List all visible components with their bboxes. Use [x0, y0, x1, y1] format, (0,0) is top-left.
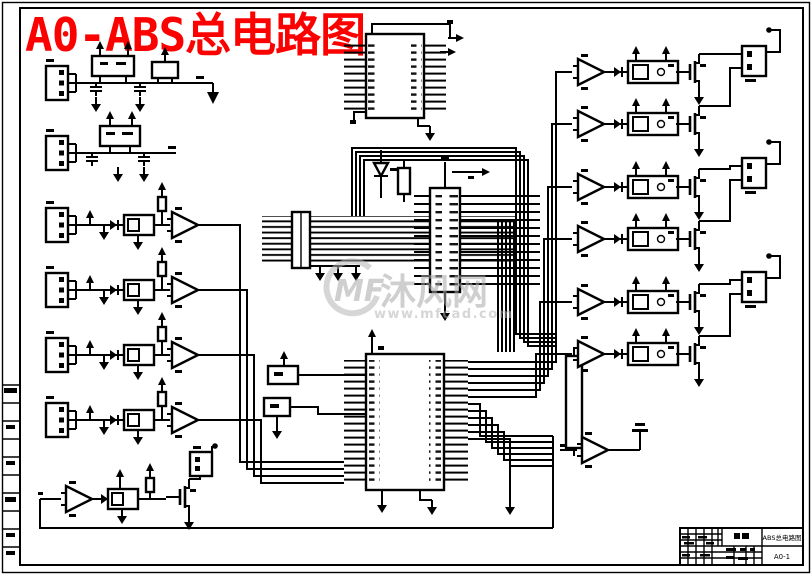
ic-top [344, 20, 465, 142]
input-channel-4 [44, 376, 206, 446]
page-title: A0-ABS总电路图 [25, 8, 365, 62]
input-channel-1 [44, 181, 206, 251]
watermark-url: www.mfcad.com [374, 307, 514, 322]
resistor-network [564, 348, 590, 456]
mcu-support-components [262, 350, 366, 440]
input-channel-3 [44, 311, 206, 381]
output-connector-1 [730, 27, 781, 84]
watermark: MF 沐风网 www.mfcad.com [323, 258, 514, 322]
ic-mcu [344, 328, 516, 516]
title-block-drawing-no: A0-1 [774, 553, 790, 561]
output-channel-5 [571, 275, 742, 336]
ic-driver [414, 155, 540, 322]
watermark-site-name: 沐风网 [380, 272, 488, 313]
bottom-channel [38, 443, 553, 531]
title-block: ABS总电路图 A0-1 [679, 527, 804, 566]
title-block-drawing-name: ABS总电路图 [763, 533, 802, 542]
power-supply-2 [44, 110, 176, 183]
output-channel-3 [571, 160, 742, 221]
input-channel-2 [44, 246, 206, 316]
border-zone-column [2, 384, 20, 555]
bus-right [468, 71, 590, 528]
crystal-symbol [396, 160, 412, 202]
power-supply-1 [44, 40, 219, 113]
input-channels [204, 224, 344, 484]
watermark-logo-text: MF [334, 274, 385, 309]
output-connector-2 [730, 139, 781, 196]
standalone-opamp [560, 423, 648, 470]
output-channel-1 [571, 45, 742, 106]
watermark-logo-swoosh [323, 258, 380, 317]
zener-diode-symbol [371, 150, 397, 198]
aux-connector [188, 443, 218, 478]
output-connector-3 [730, 253, 781, 310]
